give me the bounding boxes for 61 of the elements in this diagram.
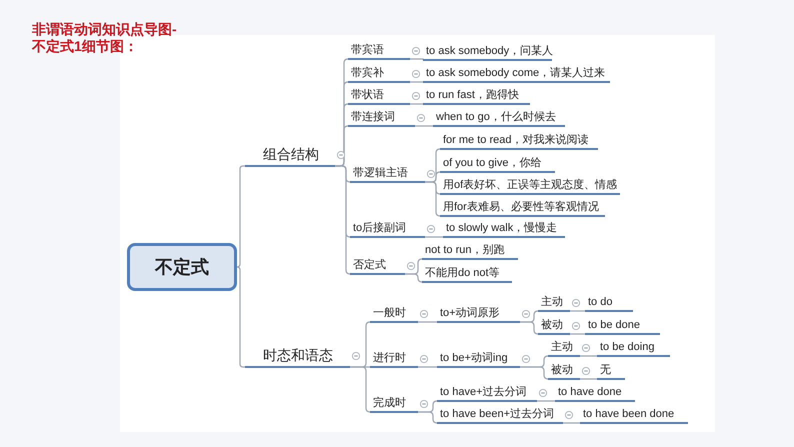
connector: [410, 81, 423, 83]
topic-label: to be done: [585, 317, 660, 335]
topic-label: to run fast，跑得快: [423, 87, 530, 105]
connector: [236, 165, 245, 268]
topic-label: to have+过去分词: [437, 384, 537, 402]
connector: [580, 378, 597, 380]
connector: [520, 366, 549, 380]
topic-label: 被动: [538, 317, 570, 335]
connector: [415, 125, 433, 127]
topic-label: 带状语: [348, 87, 410, 105]
topic-label: to+动词原形: [437, 305, 520, 323]
topic-label: when to go，什么时候去: [433, 109, 565, 127]
branch-topic: 时态和语态: [245, 344, 350, 368]
topic-label: 不能用do not等: [422, 265, 512, 283]
topic-label: to ask somebody，问某人: [423, 43, 552, 61]
connector: [425, 236, 443, 238]
topic-label: 带宾补: [348, 65, 410, 83]
topic-label: 进行时: [370, 350, 418, 368]
topic-label: 被动: [548, 362, 580, 380]
connector: [580, 355, 597, 357]
topic-label: to slowly walk，慢慢走: [443, 220, 565, 238]
connector: [410, 58, 424, 60]
connector: [405, 273, 423, 283]
topic-label: not to run，别跑: [422, 242, 518, 260]
topic-label: to后接副词: [350, 220, 425, 238]
connector: [410, 103, 423, 105]
topic-label: 带连接词: [348, 109, 415, 127]
topic-label: to do: [585, 294, 633, 312]
connector: [418, 366, 437, 368]
connector: [236, 266, 245, 368]
topic-label: 主动: [538, 294, 570, 312]
topic-label: 用of表好坏、正误等主观态度、情感: [440, 177, 620, 195]
topic-label: to have been done: [580, 406, 688, 424]
connector: [335, 165, 351, 275]
topic-label: to ask somebody come，请某人过来: [423, 65, 610, 83]
root-box: 不定式: [127, 243, 237, 291]
connector: [418, 321, 437, 323]
topic-label: to have done: [555, 384, 635, 402]
topic-label: 完成时: [370, 395, 418, 413]
connector: [350, 366, 371, 413]
connector: [570, 333, 585, 335]
connector: [563, 422, 580, 424]
topic-label: 否定式: [350, 257, 405, 275]
title: 非谓语动词知识点导图-不定式1细节图：: [32, 21, 178, 55]
connector: [520, 321, 539, 335]
topic-label: 主动: [548, 339, 580, 357]
connector: [570, 310, 585, 312]
connector: [418, 411, 438, 424]
topic-label: to have been+过去分词: [437, 406, 563, 424]
topic-label: 一般时: [370, 305, 418, 323]
topic-label: for me to read，对我来说阅读: [440, 132, 598, 150]
branch-topic: 组合结构: [245, 143, 335, 167]
topic-label: of you to give，你给: [440, 155, 555, 173]
topic-label: 用for表难易、必要性等客观情况: [440, 199, 605, 217]
connector: [537, 400, 555, 402]
topic-label: to be+动词ing: [437, 350, 520, 368]
topic-label: to be doing: [597, 339, 670, 357]
topic-label: 无: [597, 362, 625, 380]
connector: [425, 181, 441, 217]
topic-label: 带宾语: [348, 42, 410, 60]
topic-label: 带逻辑主语: [350, 165, 425, 183]
